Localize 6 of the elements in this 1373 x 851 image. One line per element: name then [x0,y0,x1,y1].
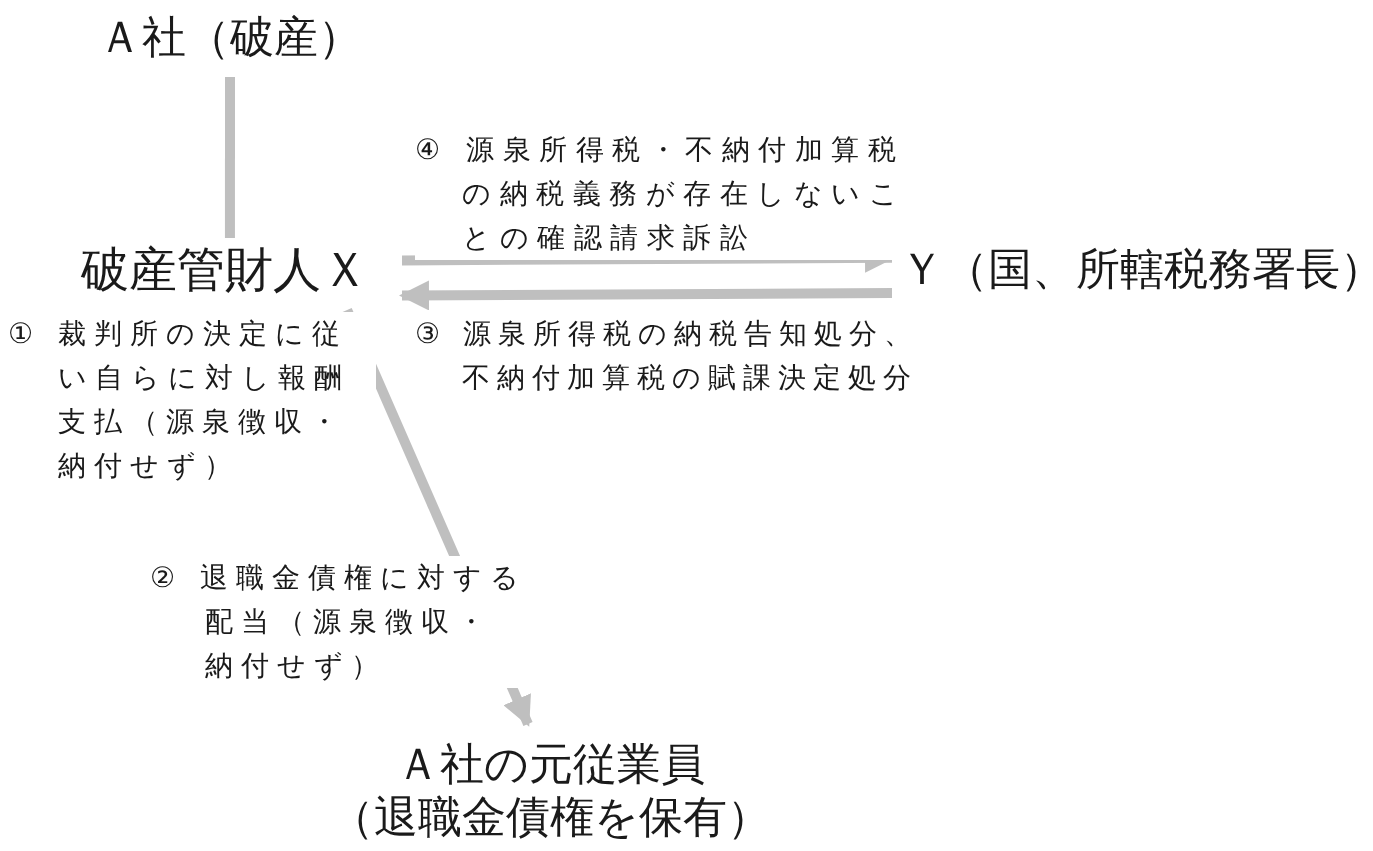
party-label: Ａ社の元従業員 [394,738,706,791]
party-label: 破産管財人Ｘ [60,238,390,302]
connector-line [224,77,235,238]
arrow [399,280,893,311]
subtitle-label: （退職金債権を保有） [328,790,772,844]
party-label: Ａ社（破産） [95,8,365,67]
